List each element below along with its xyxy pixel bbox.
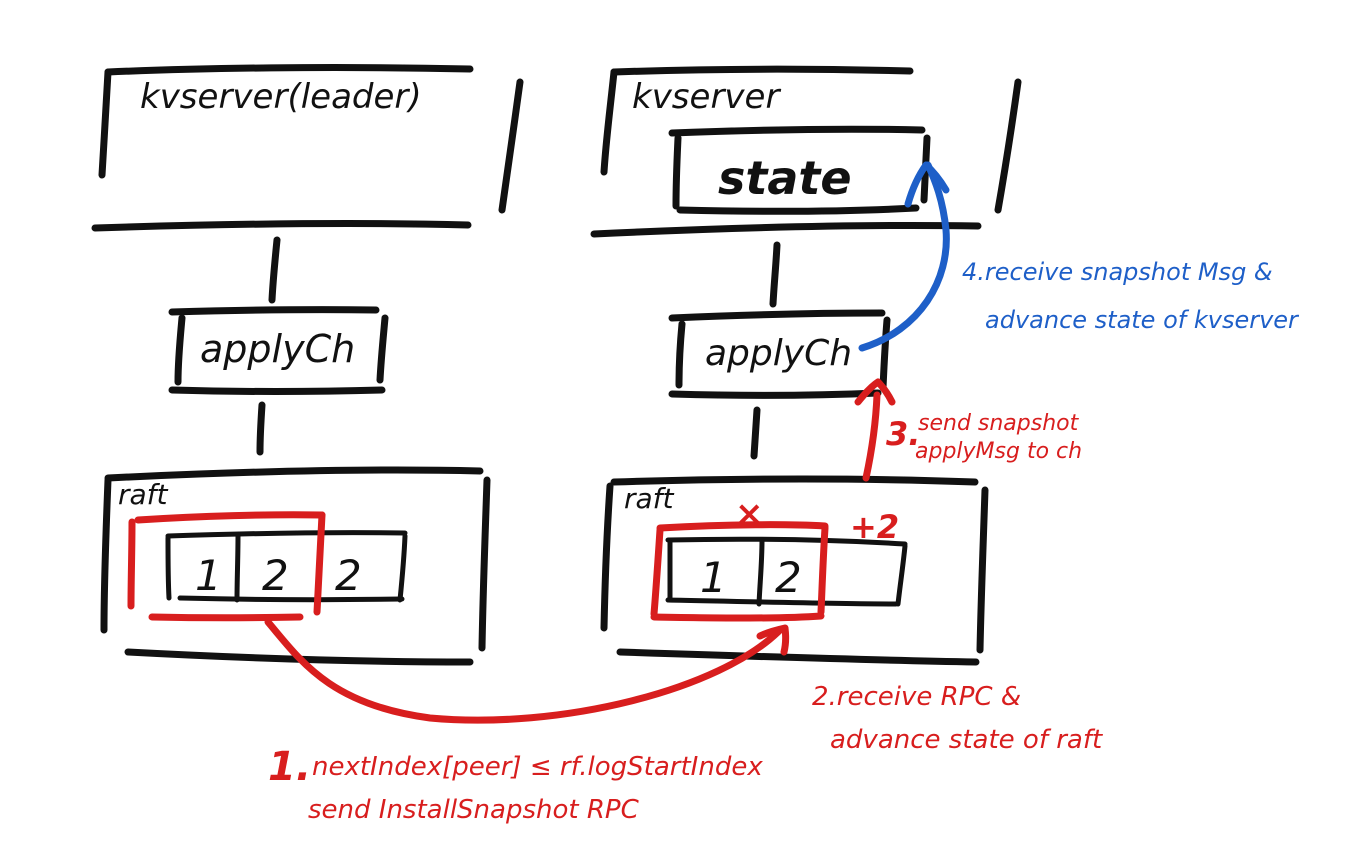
follower-raft-label: raft <box>624 482 675 515</box>
apply-msg-arrowhead <box>854 378 896 406</box>
snapshot-msg-arrowhead <box>904 161 950 208</box>
leader-snapshot-bracket <box>127 511 326 622</box>
leader-log-entry-1: 1 <box>195 551 222 600</box>
follower-connector-top <box>769 241 781 308</box>
leader-connector-bottom <box>256 401 266 456</box>
snapshot-msg-arrow <box>858 161 950 352</box>
step1-line2: send InstallSnapshot RPC <box>308 795 640 825</box>
install-snapshot-arrow <box>264 618 784 724</box>
step4-line1: 4.receive snapshot Msg & <box>962 258 1273 286</box>
leader-applych-box <box>168 306 389 395</box>
step3-number: 3. <box>886 415 920 453</box>
step2-line2: advance state of raft <box>830 725 1103 755</box>
follower-state-label: state <box>718 151 852 205</box>
leader-connector-top <box>268 236 281 304</box>
follower-kvserver-label: kvserver <box>632 77 781 117</box>
follower-applych-label: applyCh <box>705 333 852 374</box>
follower-plus-mark: +2 <box>850 508 899 546</box>
leader-log-entry-3: 2 <box>335 551 362 600</box>
step2-line1: 2.receive RPC & <box>812 682 1021 712</box>
leader-kvserver-box <box>91 64 524 232</box>
leader-kvserver-label: kvserver(leader) <box>140 77 422 117</box>
leader-applych-label: applyCh <box>200 327 355 371</box>
apply-msg-arrow <box>862 391 881 482</box>
install-snapshot-arrowhead <box>756 624 790 656</box>
step3-line2: applyMsg to ch <box>915 439 1082 464</box>
step1-line1: nextIndex[peer] ≤ rf.logStartIndex <box>312 752 763 782</box>
leader-raft-label: raft <box>118 478 169 511</box>
follower-log <box>665 536 908 607</box>
follower-log-entry-1: 1 <box>700 553 727 602</box>
leader-log <box>165 530 408 603</box>
leader-log-entry-2: 2 <box>262 551 289 600</box>
follower-kvserver-box <box>590 65 1022 238</box>
step4-line2: advance state of kvserver <box>985 306 1300 334</box>
follower-raft-box <box>600 475 989 666</box>
follower-snapshot-bracket <box>650 521 829 622</box>
follower-connector-bottom <box>750 406 761 460</box>
step3-line1: send snapshot <box>918 411 1080 436</box>
step1-number: 1. <box>268 744 311 790</box>
follower-cross-mark: × <box>735 494 764 534</box>
follower-applych-box <box>668 309 891 399</box>
follower-log-entry-2: 2 <box>775 553 802 602</box>
